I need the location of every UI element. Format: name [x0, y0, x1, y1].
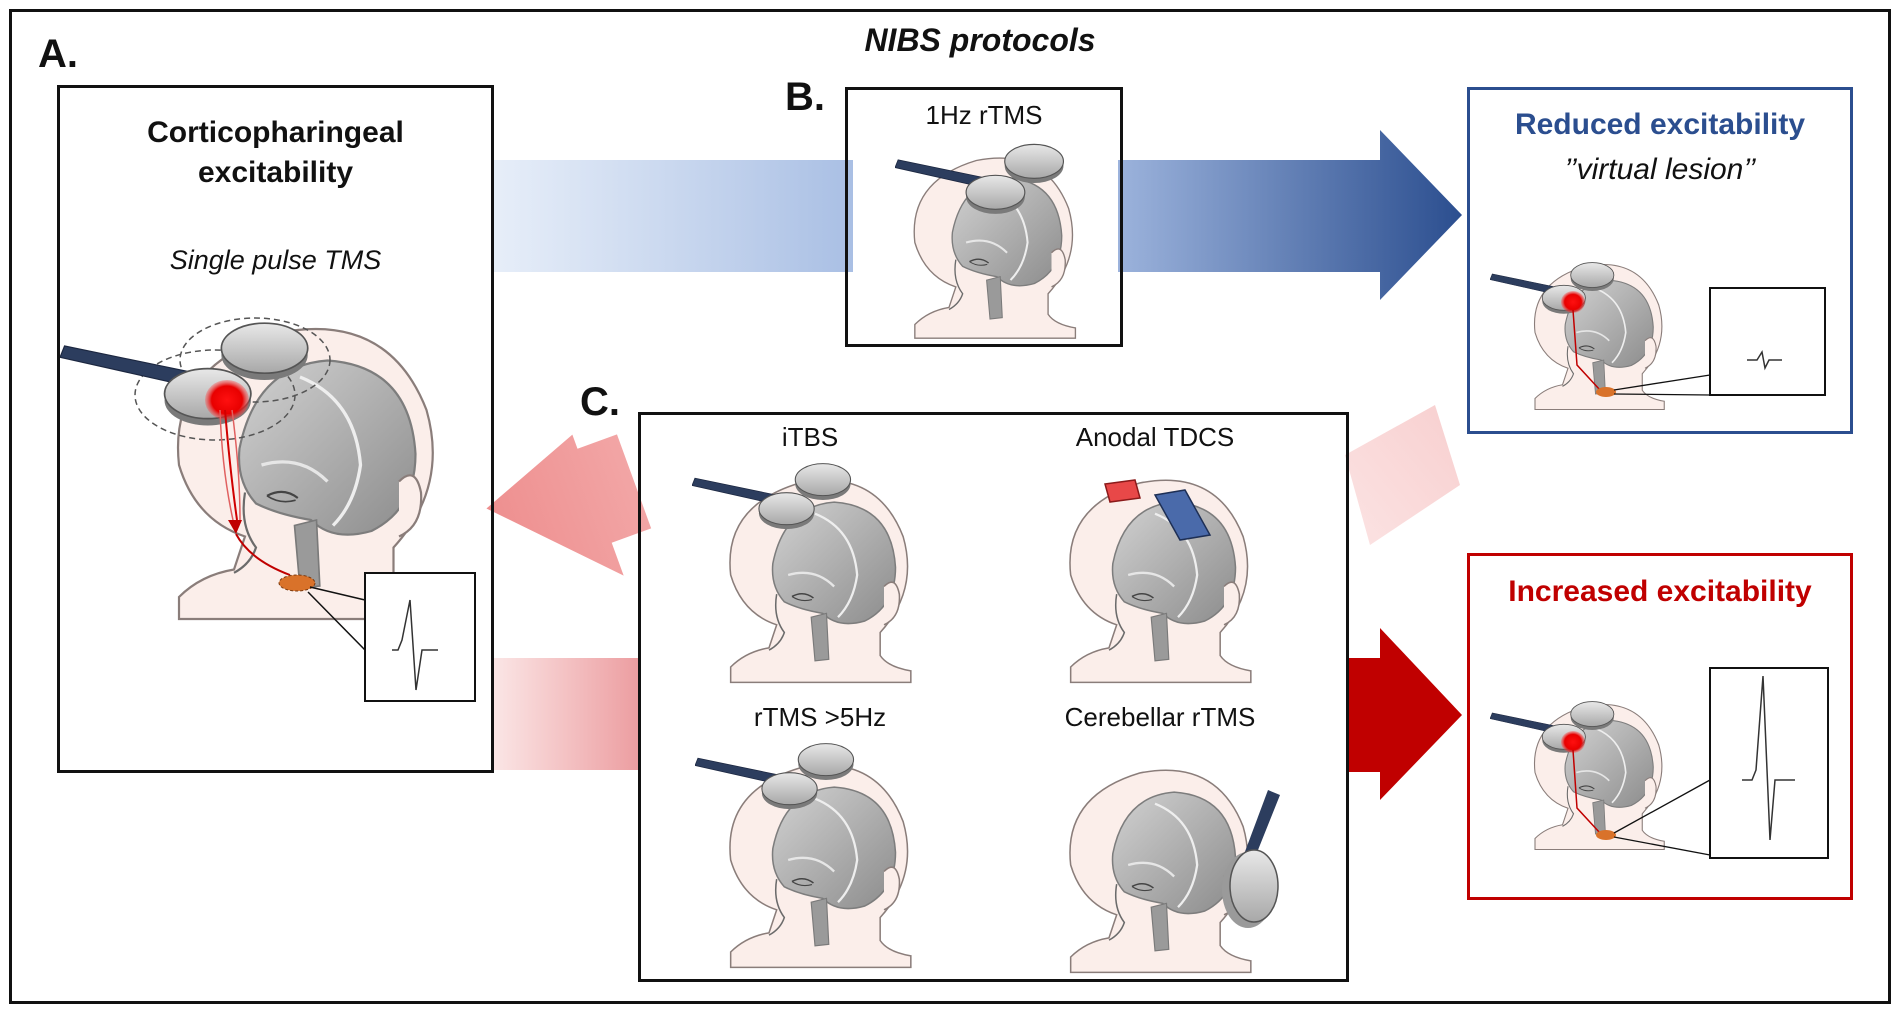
protocol-itbs: iTBS	[781, 422, 839, 452]
panel-b-box	[845, 87, 1123, 347]
mep-trace-a	[392, 599, 438, 691]
panel-a-illustration	[60, 317, 440, 651]
reduced-excitability-box	[1467, 87, 1853, 434]
blue-band-input	[493, 160, 853, 272]
panel-a-box	[57, 85, 494, 773]
mep-trace-reduced	[1747, 349, 1782, 371]
outer-frame	[9, 9, 1891, 1004]
increased-illustration	[1490, 701, 1711, 856]
panel-a-subheading: Single pulse TMS	[169, 245, 382, 275]
red-arrow-to-a	[486, 434, 652, 576]
blue-arrow-to-reduced	[1118, 130, 1462, 300]
red-arrow-to-increased	[1346, 628, 1462, 800]
panel-a-heading: Corticopharingeal excitability	[60, 113, 491, 193]
increased-excitability-title: Increased excitability	[1508, 575, 1812, 608]
red-band-lower	[493, 658, 640, 770]
mep-inset-a	[364, 572, 476, 702]
panel-b-protocol: 1Hz rTMS	[925, 100, 1043, 130]
virtual-lesion-label: ’’virtual lesion’’	[1564, 153, 1756, 186]
cerebellar-rtms-illustration	[1068, 769, 1280, 974]
anodal-tdcs-illustration	[1068, 479, 1252, 684]
panel-c-letter: C.	[580, 380, 620, 424]
reduced-excitability-title: Reduced excitability	[1514, 108, 1806, 141]
figure-title: NIBS protocols	[864, 22, 1096, 58]
protocol-anodal-tdcs: Anodal TDCS	[1075, 422, 1235, 452]
mep-trace-increased	[1742, 675, 1795, 841]
protocol-cerebellar-rtms: Cerebellar rTMS	[1064, 702, 1256, 732]
panel-b-letter: B.	[785, 75, 825, 119]
panel-a-letter: A.	[38, 32, 78, 76]
increased-excitability-box	[1467, 553, 1853, 900]
mep-inset-reduced	[1709, 287, 1826, 396]
protocol-rtms-5hz: rTMS >5Hz	[753, 702, 887, 732]
reduced-illustration	[1490, 262, 1711, 411]
panel-a-heading-line1: Corticopharingeal	[147, 116, 404, 149]
panel-c-box	[638, 412, 1349, 982]
pink-fade-arrow	[1345, 405, 1460, 545]
panel-a-heading-line2: excitability	[197, 156, 354, 189]
